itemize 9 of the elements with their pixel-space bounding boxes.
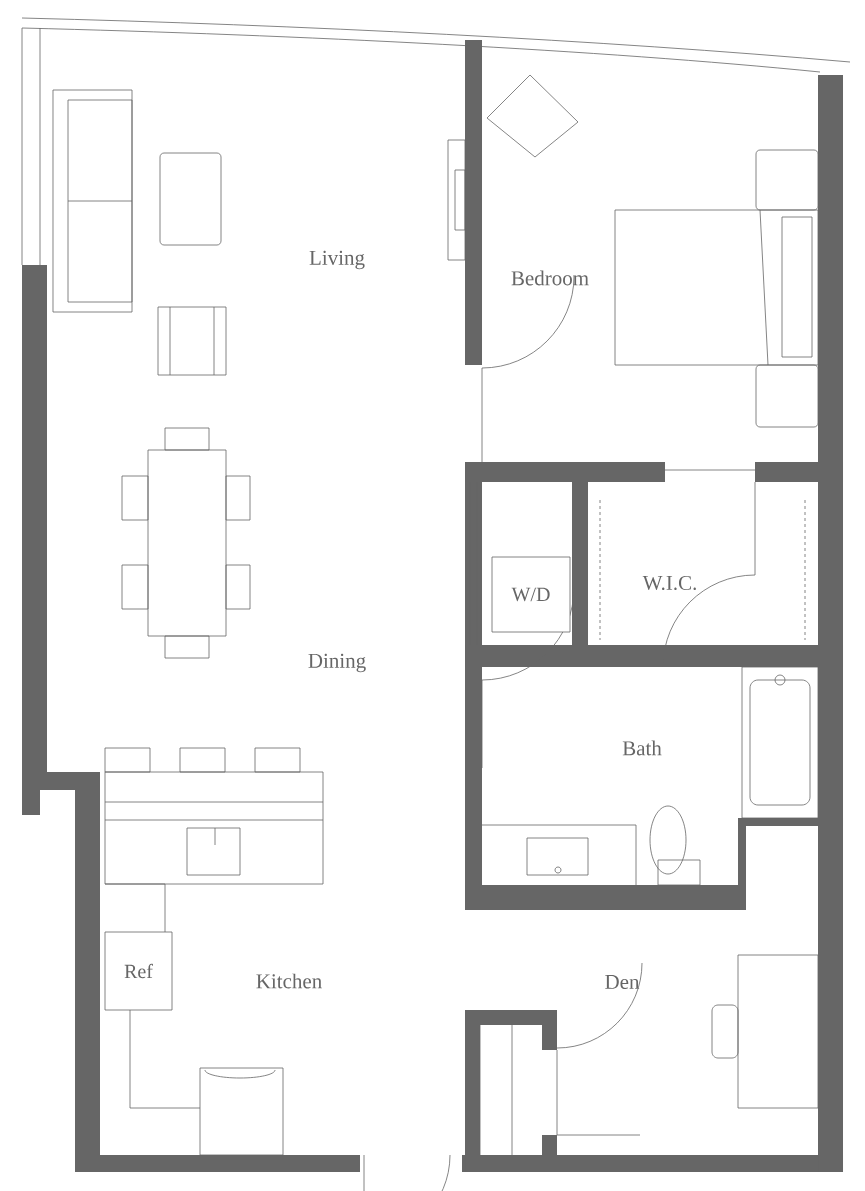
washer-dryer-box: W/D <box>491 556 571 633</box>
refrigerator-box: Ref <box>104 931 173 1011</box>
room-label: W.I.C. <box>642 575 696 591</box>
room-label: Dining <box>308 653 366 673</box>
room-label: Den <box>605 975 640 989</box>
room-label: Living <box>309 250 365 270</box>
room-label: Bath <box>622 740 662 756</box>
room-label: Kitchen <box>256 973 322 989</box>
room-label: Bedroom <box>511 270 589 286</box>
